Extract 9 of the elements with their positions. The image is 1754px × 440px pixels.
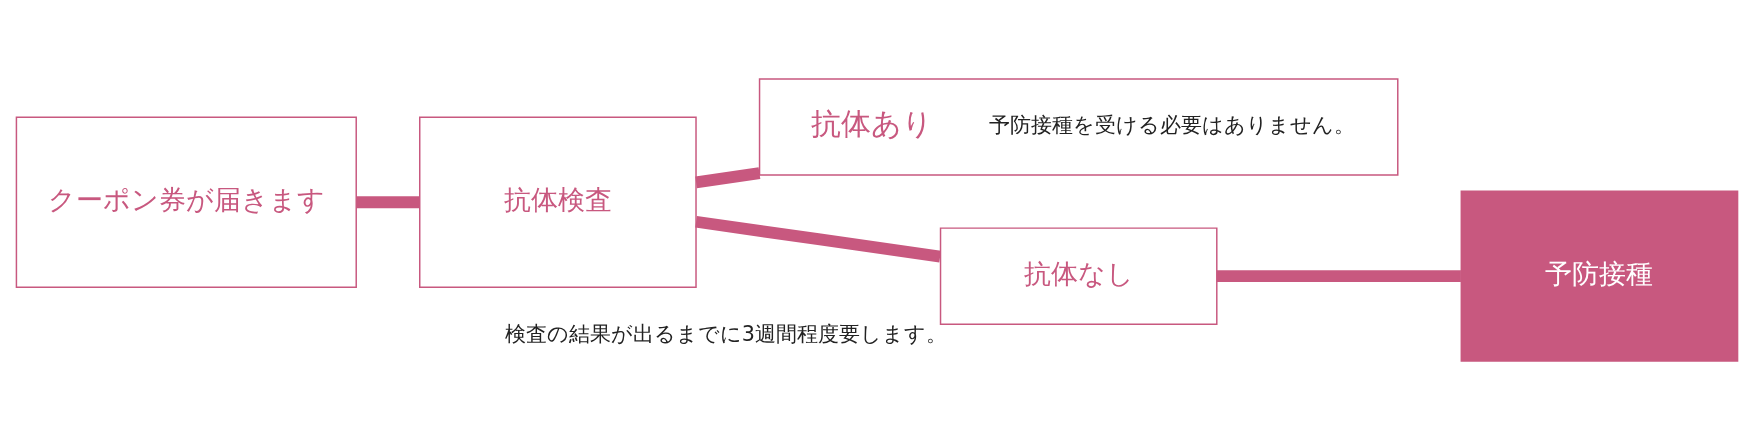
node-box: 予防接種 — [1460, 190, 1739, 362]
node-box: 抗体なし — [939, 227, 1218, 325]
node-box: 抗体あり 予防接種を受ける必要はありません。 — [758, 78, 1399, 176]
node-box: 抗体検査 — [419, 116, 697, 288]
connector — [695, 167, 761, 189]
connector — [1216, 270, 1461, 283]
node-box: クーポン券が届きます — [15, 116, 357, 288]
connector — [356, 196, 420, 209]
connector — [695, 215, 941, 263]
